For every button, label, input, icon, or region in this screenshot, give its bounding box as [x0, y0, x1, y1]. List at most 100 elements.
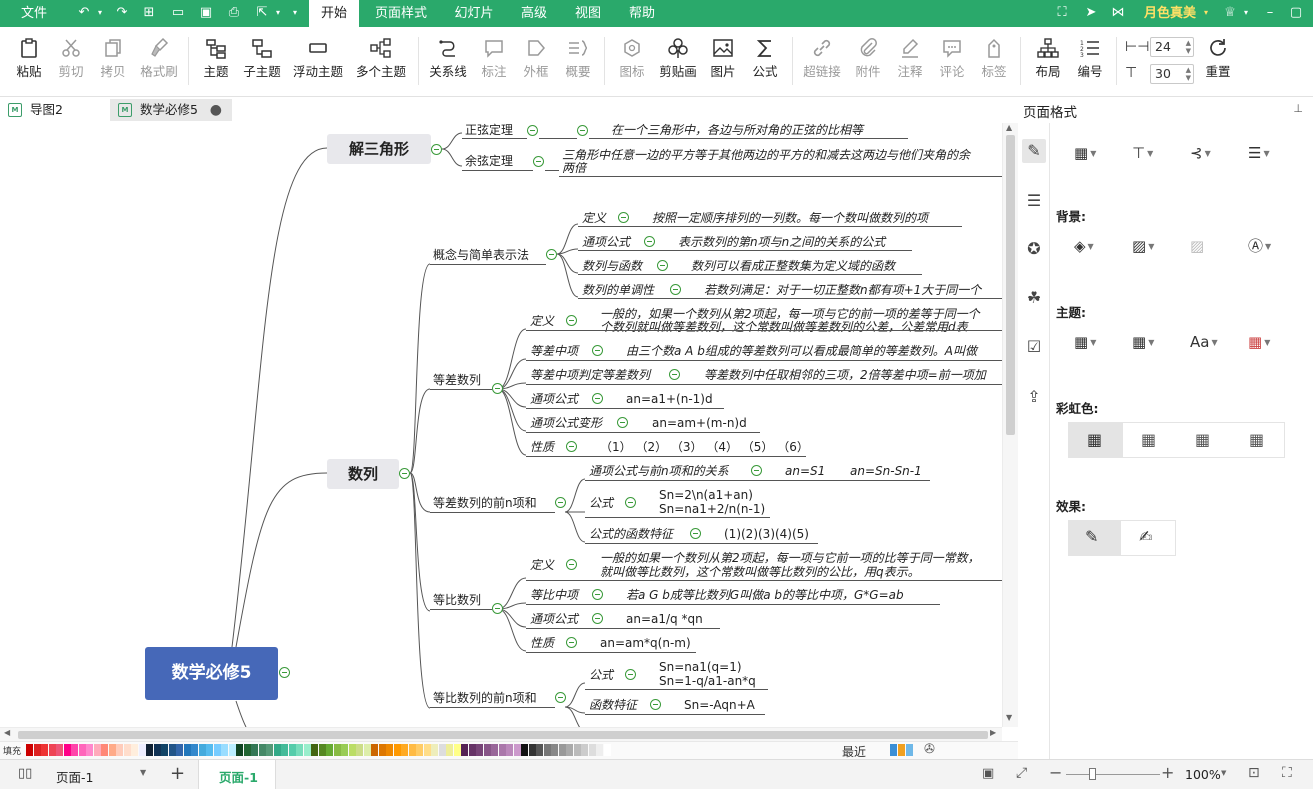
collapse-toggle-icon[interactable] — [566, 315, 577, 326]
clipart-panel-icon[interactable]: ☘ — [1026, 288, 1042, 307]
vertical-scrollbar[interactable]: ▲ ▼ — [1002, 123, 1018, 727]
color-swatch[interactable] — [108, 744, 116, 756]
node-arith-mid-v[interactable]: 由三个数a A b组成的等差数列可以看成最简单的等差数列。A叫做 — [626, 344, 978, 358]
background-remove-button[interactable]: ▨ — [1190, 235, 1230, 257]
background-image-select[interactable]: ▨▼ — [1132, 237, 1155, 255]
zoom-slider-thumb[interactable] — [1089, 768, 1096, 780]
color-swatch[interactable] — [378, 744, 386, 756]
collapse-toggle-icon[interactable] — [625, 497, 636, 508]
color-swatch[interactable] — [333, 744, 341, 756]
send-icon[interactable]: ➤ — [1085, 5, 1097, 20]
layout-button[interactable]: 布局 — [1030, 35, 1066, 91]
color-swatch[interactable] — [423, 744, 431, 756]
collapse-toggle-icon[interactable] — [566, 637, 577, 648]
rainbow-grid-icon[interactable]: ▦ — [1141, 430, 1157, 449]
collapse-toggle-icon[interactable] — [577, 125, 588, 136]
zoom-out-icon[interactable]: − — [1049, 763, 1063, 782]
collapse-toggle-icon[interactable] — [625, 669, 636, 680]
node-arith-var-v[interactable]: an=am+(m-n)d — [652, 416, 747, 430]
color-swatch[interactable] — [386, 744, 393, 756]
horizontal-scroll-thumb[interactable] — [18, 731, 988, 739]
page-list-icon[interactable]: ▯▯ — [18, 766, 33, 781]
node-geo-def-k[interactable]: 定义 — [530, 558, 555, 572]
color-swatch[interactable] — [273, 744, 281, 756]
color-swatch[interactable] — [401, 744, 408, 756]
quick-access-more-icon[interactable]: ▾ — [292, 8, 297, 17]
tab-help[interactable]: 帮助 — [628, 6, 655, 21]
color-swatch[interactable] — [86, 744, 93, 756]
boundary-button[interactable]: 外框 — [518, 35, 554, 91]
color-swatch[interactable] — [243, 744, 251, 756]
image-button[interactable]: 图片 — [706, 35, 740, 91]
node-geo-mid-v[interactable]: 若a G b成等比数列G叫做a b的等比中项，G*G=ab — [626, 588, 904, 602]
node-geo-gen-v[interactable]: an=a1/q *qn — [626, 612, 703, 626]
export-panel-icon[interactable]: ⇪ — [1027, 387, 1041, 406]
undo-icon[interactable]: ↶ — [78, 5, 90, 20]
color-swatch[interactable] — [573, 744, 581, 756]
node-concept-item-v[interactable]: 表示数列的第n项与n之间的关系的公式 — [678, 235, 886, 249]
share-icon[interactable]: ⋈ — [1111, 5, 1125, 20]
rainbow-grid-icon[interactable]: ▦ — [1249, 430, 1265, 449]
node-arith-judge-k[interactable]: 等差中项判定等差数列 — [530, 368, 651, 382]
zoom-level[interactable]: 100% — [1185, 767, 1221, 782]
node-concept[interactable]: 概念与简单表示法 — [433, 248, 530, 262]
color-scheme-select[interactable]: ▦▼ — [1248, 333, 1271, 351]
color-swatch[interactable] — [146, 744, 153, 756]
collapse-toggle-icon[interactable] — [690, 528, 701, 539]
horizontal-scrollbar[interactable]: ◀ ▶ — [0, 727, 1002, 741]
color-swatch[interactable] — [506, 744, 513, 756]
color-swatch[interactable] — [288, 744, 296, 756]
zoom-dropdown-icon[interactable]: ▼ — [1221, 769, 1227, 777]
collapse-toggle-icon[interactable] — [492, 383, 503, 394]
node-arith-judge-v[interactable]: 等差数列中任取相邻的三项，2倍等差中项=前一项加 — [704, 368, 986, 382]
color-swatch[interactable] — [318, 744, 326, 756]
tab-start[interactable]: 开始 — [309, 0, 359, 27]
color-swatch[interactable] — [116, 744, 123, 756]
node-arith-gen-k[interactable]: 通项公式 — [530, 392, 579, 406]
presentation-icon[interactable]: ⊡ — [1248, 765, 1260, 781]
color-swatch[interactable] — [581, 744, 588, 756]
file-menu[interactable]: 文件 — [20, 6, 47, 21]
add-page-icon[interactable]: + — [170, 763, 186, 784]
effect-hand-drawn-icon[interactable]: ✍ — [1139, 527, 1153, 546]
color-swatch[interactable] — [221, 744, 228, 756]
layout-style-select[interactable]: ▦▼ — [1074, 144, 1097, 162]
connector-style-select[interactable]: ⊰▼ — [1190, 144, 1211, 162]
node-concept-item-v[interactable]: 若数列满足：对于一切正整数n都有项+1大于同一个 — [704, 283, 982, 297]
color-swatch[interactable] — [468, 744, 476, 756]
color-swatch[interactable] — [41, 744, 48, 756]
color-swatch[interactable] — [236, 744, 243, 756]
open-folder-icon[interactable]: ▭ — [171, 5, 185, 20]
collapse-toggle-icon[interactable] — [618, 212, 629, 223]
scroll-right-icon[interactable]: ▶ — [990, 728, 997, 737]
color-swatch[interactable] — [371, 744, 378, 756]
color-swatch[interactable] — [63, 744, 71, 756]
node-geo-def-v2[interactable]: 就叫做等比数列，这个常数叫做等比数列的公比，用q表示。 — [600, 565, 920, 579]
node-cosine-rule[interactable]: 余弦定理 — [465, 154, 514, 168]
color-swatch[interactable] — [453, 744, 461, 756]
collapse-toggle-icon[interactable] — [555, 497, 566, 508]
tab-page-style[interactable]: 页面样式 — [374, 6, 427, 21]
doc-tab-数学必修5[interactable]: M 数学必修5 ● — [110, 99, 232, 121]
tab-slides[interactable]: 幻灯片 — [454, 6, 494, 21]
node-arith-def-k[interactable]: 定义 — [530, 314, 555, 328]
node-arith-sum-f-v1[interactable]: Sn=2\n(a1+an) — [659, 488, 753, 502]
collapse-toggle-icon[interactable] — [527, 125, 538, 136]
collapse-toggle-icon[interactable] — [657, 260, 668, 271]
fullscreen-view-icon[interactable]: ⛶ — [1282, 765, 1292, 781]
node-cosine-rule-text[interactable]: 三角形中任意一边的平方等于其他两边的平方的和减去这两边与他们夹角的余 — [562, 148, 971, 162]
collapse-toggle-icon[interactable] — [669, 369, 680, 380]
collapse-toggle-icon[interactable] — [644, 236, 655, 247]
color-swatch[interactable] — [536, 744, 543, 756]
node-arith-def-v2[interactable]: 个数列就叫做等差数列，这个常数叫做等差数列的公差，公差常用d表 — [600, 320, 968, 334]
cut-button[interactable]: 剪切 — [52, 35, 90, 91]
node-geo[interactable]: 等比数列 — [433, 593, 482, 607]
node-arith-def-v[interactable]: 一般的，如果一个数列从第2项起，每一项与它的前一项的差等于同一个 — [600, 307, 980, 321]
node-geo-sum-fn-v[interactable]: Sn=-Aqn+A — [684, 698, 755, 712]
color-swatch[interactable] — [483, 744, 491, 756]
pin-icon[interactable]: ⊥ — [1293, 102, 1303, 115]
clipart-button[interactable]: 剪贴画 — [656, 35, 700, 91]
collapse-toggle-icon[interactable] — [555, 692, 566, 703]
collapse-toggle-icon[interactable] — [566, 559, 577, 570]
icon-panel-icon[interactable]: ✪ — [1027, 239, 1041, 258]
